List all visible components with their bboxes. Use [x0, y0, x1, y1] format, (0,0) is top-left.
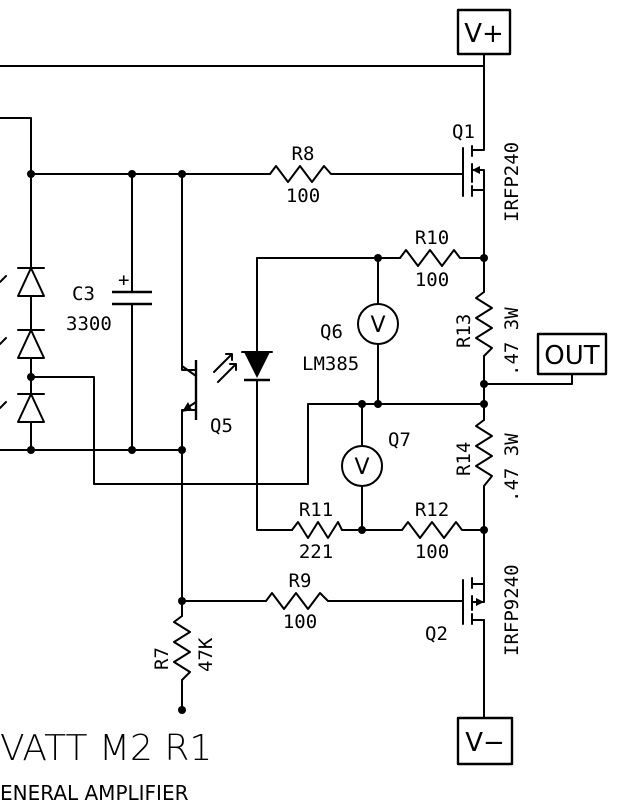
r7-value: 47K	[195, 637, 217, 672]
q5-optocoupler	[181, 351, 273, 420]
r7-ref: R7	[151, 647, 173, 670]
q2-ref: Q2	[425, 623, 448, 645]
port-vminus: V−	[456, 716, 514, 766]
c3-value: 3300	[66, 313, 112, 335]
r8-resistor	[269, 165, 338, 183]
q1-ref: Q1	[452, 121, 475, 143]
c3-ref: C3	[72, 283, 95, 305]
title-block-title: VATT M2 R1	[0, 728, 212, 769]
r12-resistor	[401, 521, 465, 539]
r12-ref: R12	[415, 499, 449, 521]
svg-text:V+: V+	[464, 19, 504, 49]
diode-string	[0, 267, 45, 423]
r8-ref: R8	[292, 143, 315, 165]
r10-resistor	[399, 249, 465, 267]
q1-mosfet-symbol	[462, 145, 485, 197]
svg-text:V−: V−	[465, 728, 505, 758]
port-out: OUT	[536, 332, 608, 376]
svg-text:V: V	[370, 313, 385, 338]
r9-ref: R9	[289, 570, 312, 592]
svg-text:V: V	[354, 455, 369, 480]
wires	[0, 53, 573, 719]
q7-ref: Q7	[388, 429, 411, 451]
r14-value: .47 3W	[501, 433, 523, 502]
q5-ref: Q5	[210, 415, 233, 437]
r8-value: 100	[286, 185, 320, 207]
r12-value: 100	[415, 541, 449, 563]
r14-ref: R14	[453, 442, 475, 476]
q6-ref: Q6	[320, 321, 343, 343]
r11-resistor	[291, 521, 343, 539]
r7-resistor	[173, 615, 191, 681]
title-block-subtitle: ENERAL AMPLIFIER	[0, 781, 189, 805]
r13-resistor	[475, 291, 493, 357]
q6-value: LM385	[302, 353, 359, 375]
c3-polarity: +	[118, 269, 129, 291]
r13-value: .47 3W	[501, 307, 523, 376]
r9-value: 100	[283, 611, 317, 633]
junction-dots	[27, 170, 488, 714]
r14-resistor	[475, 419, 493, 487]
r10-ref: R10	[415, 227, 449, 249]
r10-value: 100	[415, 269, 449, 291]
q7-voltmeter: V	[341, 445, 383, 487]
r13-ref: R13	[453, 314, 475, 348]
r11-ref: R11	[299, 499, 333, 521]
r9-resistor	[265, 592, 335, 610]
q1-value: IRFP240	[501, 142, 523, 222]
svg-text:OUT: OUT	[544, 341, 599, 371]
q2-value: IRFP9240	[501, 564, 523, 656]
r11-value: 221	[299, 541, 333, 563]
q6-voltmeter: V	[357, 303, 399, 345]
port-vplus: V+	[456, 8, 512, 56]
q2-mosfet-symbol	[462, 577, 485, 625]
c3-capacitor	[112, 290, 152, 306]
